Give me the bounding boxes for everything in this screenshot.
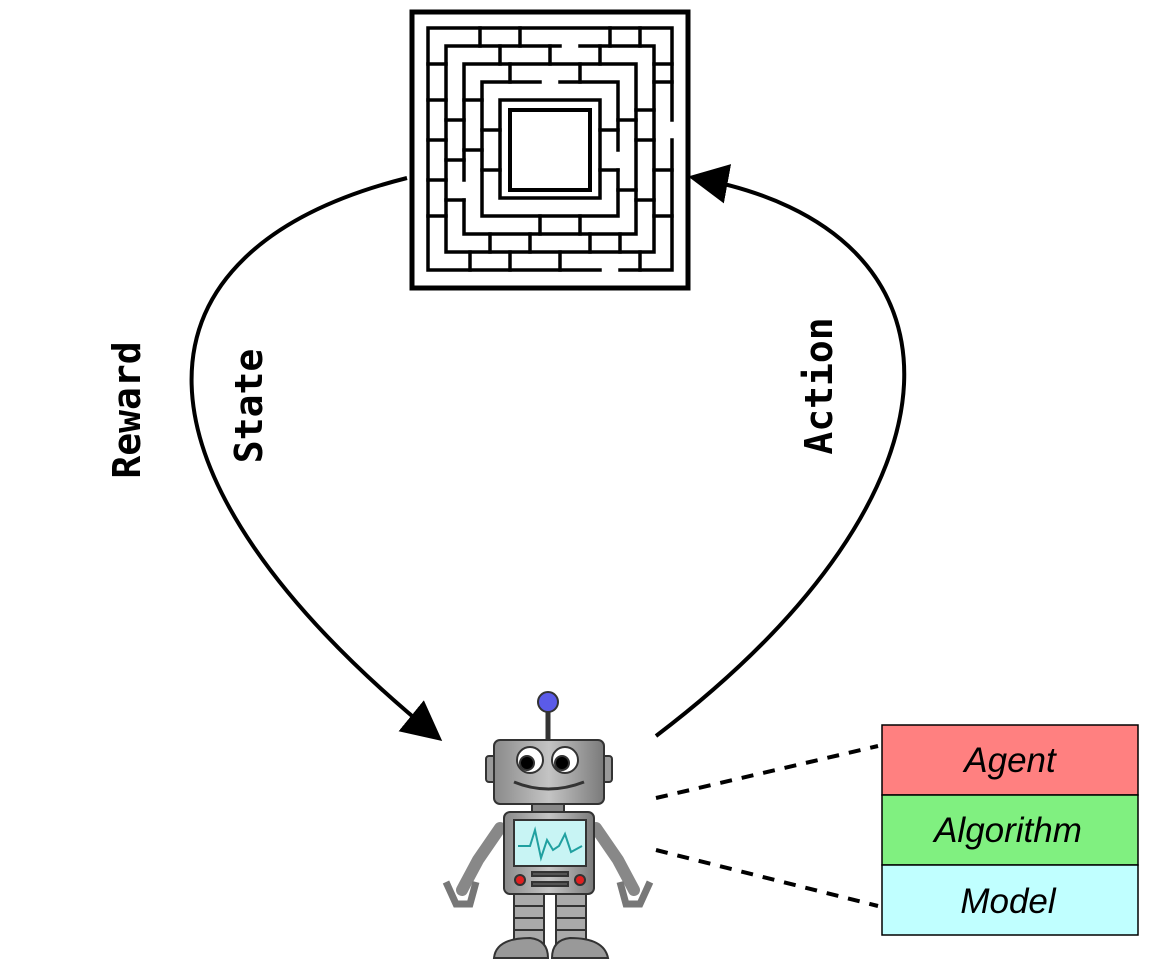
- agent-label: Agent: [962, 741, 1057, 780]
- algorithm-label: Algorithm: [932, 811, 1082, 850]
- agent-box: [881, 724, 1139, 796]
- model-label: Model: [960, 882, 1057, 921]
- reward-label: Reward: [105, 341, 149, 478]
- state-label: State: [227, 349, 271, 463]
- state-reward-arrow: [189, 176, 443, 742]
- connector-bottom: [655, 848, 879, 908]
- maze-icon: [409, 9, 691, 291]
- robot-icon: [442, 691, 654, 959]
- algorithm-box: [881, 794, 1139, 866]
- agent-stack: Agent Algorithm Model: [881, 724, 1139, 936]
- connector-top: [655, 744, 879, 800]
- model-box: [881, 864, 1139, 936]
- action-arrow: [654, 164, 907, 738]
- action-label: Action: [797, 317, 841, 454]
